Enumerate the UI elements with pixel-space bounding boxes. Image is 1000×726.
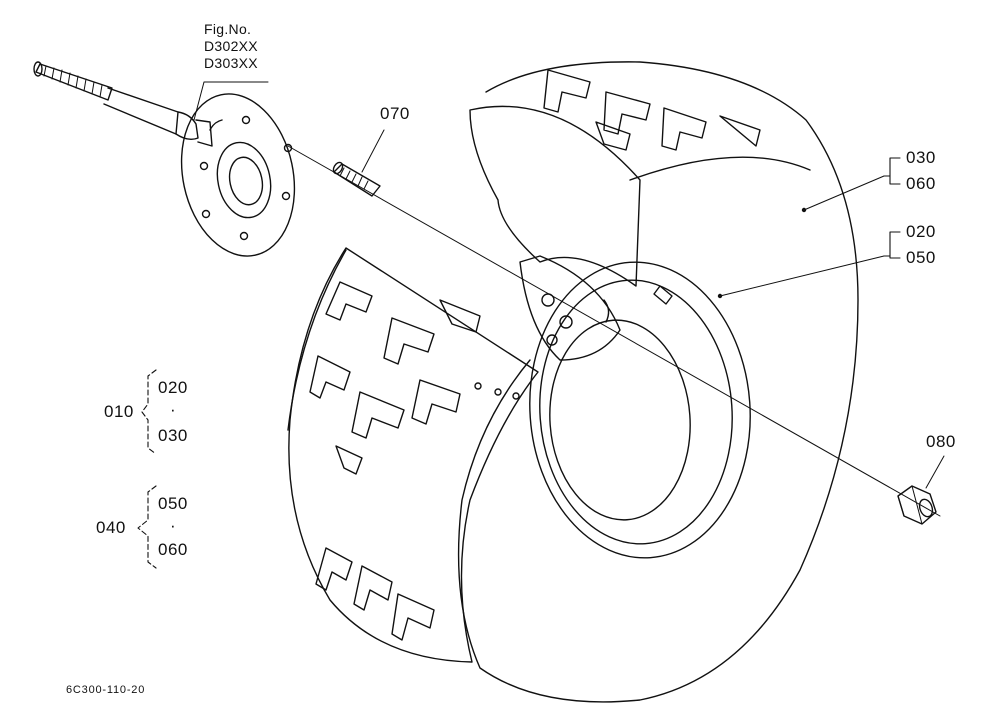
assembly-010-top: 020	[158, 378, 188, 397]
assembly-040-code: 040	[96, 518, 126, 537]
figure-line-1: D302XX	[204, 38, 258, 54]
callout-030: 030	[906, 148, 936, 167]
assembly-040-top: 050	[158, 494, 188, 513]
callout-070: 070	[380, 104, 410, 123]
figure-leader	[193, 81, 269, 121]
assembly-010-code: 010	[104, 402, 134, 421]
callout-060: 060	[906, 174, 936, 193]
lug-nut	[897, 485, 937, 525]
assembly-010-bottom: 030	[158, 426, 188, 445]
assembly-axis-line	[287, 145, 941, 517]
figure-number-label: Fig.No. D302XX D303XX	[204, 21, 258, 72]
bracket-040	[137, 485, 157, 569]
axle-shaft	[33, 61, 296, 257]
callout-080: 080	[926, 432, 956, 451]
assembly-010-dot: ·	[170, 400, 177, 419]
figure-line-2: D303XX	[204, 55, 258, 71]
drawing-code: 6C300-110-20	[66, 684, 146, 696]
callout-leader-020-050	[719, 255, 885, 297]
assembly-040-bottom: 060	[158, 540, 188, 559]
assembly-040-dot: ·	[170, 516, 177, 535]
tire-front-half	[457, 61, 859, 703]
callout-leader-030-060	[803, 175, 885, 211]
wheel-stud	[332, 161, 381, 197]
figure-heading: Fig.No.	[204, 21, 252, 37]
callout-050: 050	[906, 248, 936, 267]
callout-leader-080	[925, 455, 945, 489]
callout-leader-070	[361, 129, 385, 173]
bracket-030-060	[883, 157, 901, 185]
wheel-rim	[519, 255, 751, 559]
bracket-020-050	[883, 231, 901, 259]
bracket-010	[141, 369, 157, 455]
callout-020: 020	[906, 222, 936, 241]
tire-rear-half	[287, 247, 539, 663]
